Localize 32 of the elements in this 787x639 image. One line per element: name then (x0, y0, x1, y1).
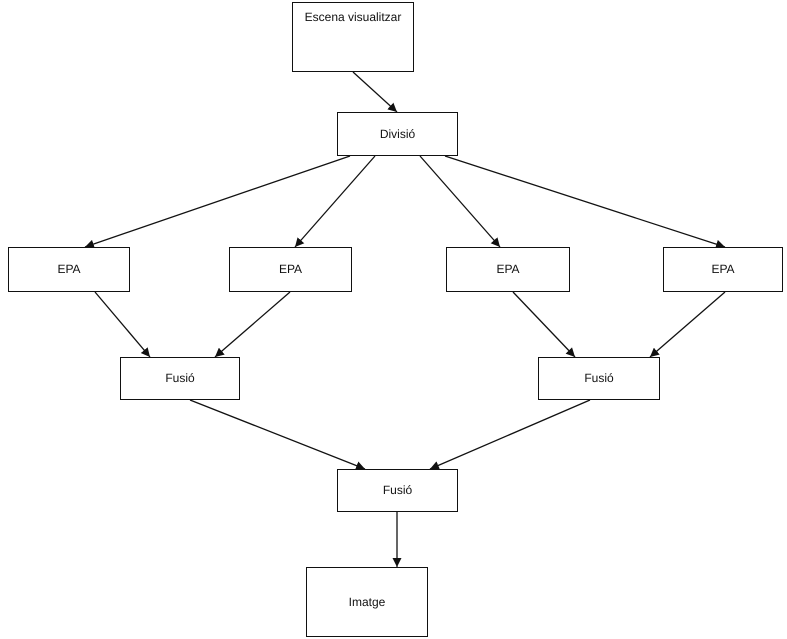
process-box (306, 567, 428, 637)
arrow (444, 155, 726, 248)
node-label: Imatge (348, 594, 386, 610)
process-box (446, 247, 570, 292)
arrow (94, 292, 150, 358)
process-box (292, 2, 414, 72)
node-label: EPA (57, 261, 81, 278)
arrow (392, 512, 402, 567)
arrow (214, 292, 290, 358)
arrow (84, 155, 350, 248)
arrow (352, 72, 398, 112)
process-box (337, 469, 458, 512)
node-label: Fusió (584, 370, 614, 387)
node-label: Escena visualitzar (304, 9, 402, 26)
process-box (8, 247, 130, 292)
process-box (663, 247, 783, 292)
node-label: EPA (496, 261, 520, 278)
node-label: EPA (711, 261, 735, 278)
arrow (420, 156, 500, 248)
process-box (229, 247, 352, 292)
arrow (650, 292, 726, 358)
arrow (512, 292, 576, 358)
node-label: Divisió (380, 126, 416, 142)
process-box (538, 357, 660, 400)
process-box (120, 357, 240, 400)
arrow (294, 156, 376, 248)
node-label: Fusió (165, 370, 195, 387)
process-box (337, 112, 458, 156)
arrow (430, 399, 590, 470)
node-label: Fusió (382, 482, 412, 499)
node-label: EPA (278, 261, 302, 278)
arrow (190, 399, 366, 470)
